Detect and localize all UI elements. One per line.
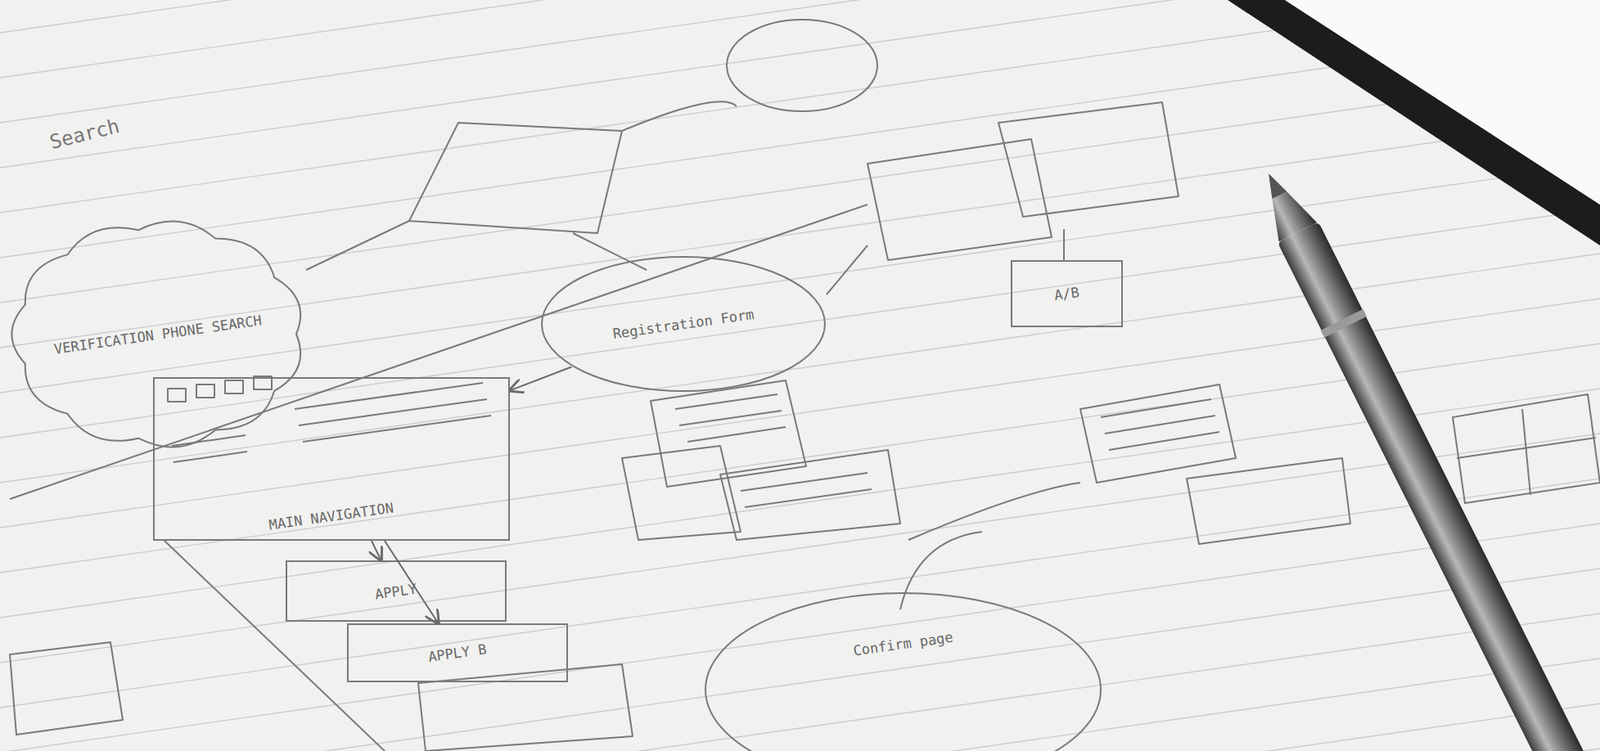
sketch-line xyxy=(1063,229,1065,262)
process-box: A/B xyxy=(1010,260,1123,328)
oval-outline xyxy=(705,593,1101,751)
sketch-line xyxy=(9,204,868,500)
node-text: APPLY B xyxy=(420,636,496,670)
note-label: Search xyxy=(47,114,122,154)
sketch-line xyxy=(572,233,647,271)
pen-body xyxy=(1277,221,1600,751)
oval-node: Confirm page xyxy=(703,591,1103,751)
node-text: Confirm page xyxy=(845,624,961,663)
node-text: A/B xyxy=(1045,279,1087,308)
paper-edge xyxy=(1284,0,1600,205)
wireframe-page xyxy=(621,380,901,541)
cloud-outline xyxy=(11,221,301,448)
node-text: Registration Form xyxy=(604,301,762,347)
wireframe-page xyxy=(900,384,1351,610)
page-box xyxy=(418,664,633,751)
connector-arrow xyxy=(384,540,439,624)
process-box: APPLY B xyxy=(347,623,568,683)
page-box xyxy=(867,139,1052,261)
cloud-node: VERIFICATION PHONE SEARCH xyxy=(9,219,307,450)
sketch-line xyxy=(826,245,868,295)
pen xyxy=(1247,162,1600,751)
circle-shape xyxy=(726,19,878,112)
sketch-line xyxy=(163,540,385,751)
node-text: VERIFICATION PHONE SEARCH xyxy=(45,307,270,362)
oval-outline xyxy=(541,256,825,392)
node-text: APPLY xyxy=(367,576,425,607)
oval-node: Registration Form xyxy=(540,255,827,393)
pen-ring xyxy=(1320,309,1367,339)
wireframe-detail xyxy=(167,376,492,463)
wireframe-box: MAIN NAVIGATION xyxy=(153,377,510,541)
node-text: MAIN NAVIGATION xyxy=(261,495,402,537)
decision-diamond xyxy=(409,122,622,234)
page-box xyxy=(1452,394,1600,504)
connector-arrow xyxy=(509,366,572,391)
process-box: APPLY xyxy=(285,560,507,622)
notebook-edge xyxy=(1227,0,1600,246)
page-box xyxy=(998,102,1179,217)
sketch-line xyxy=(306,220,410,271)
ellipse-outline xyxy=(703,591,1103,751)
connector-arrow xyxy=(371,540,382,561)
sketch-line xyxy=(1456,409,1596,496)
page-box xyxy=(9,642,123,735)
sketch-line xyxy=(621,101,737,131)
